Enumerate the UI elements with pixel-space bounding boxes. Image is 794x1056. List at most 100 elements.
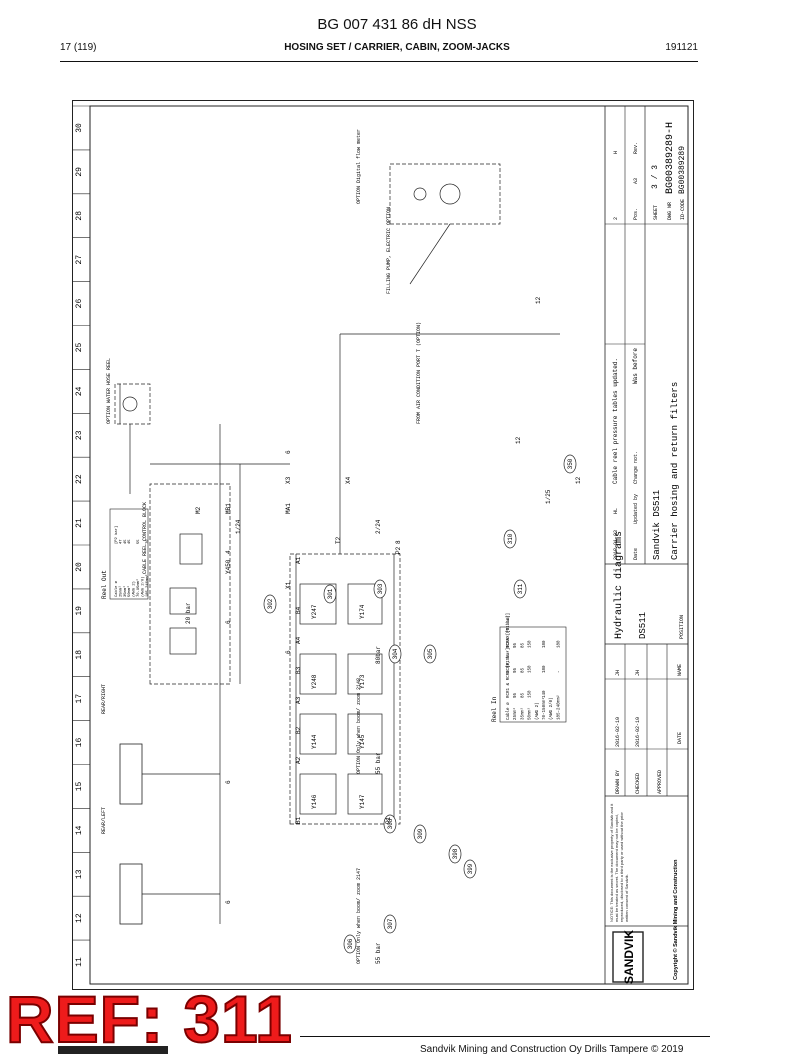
valve-Y145: Y145 (359, 734, 366, 749)
reel-in-cell: 185-240mm² (555, 695, 561, 720)
hose-size-label: 1/24 (235, 519, 242, 534)
reel-out-cell: 70-95mm² (137, 579, 141, 597)
column-number: 30 (75, 123, 84, 133)
model: DS511 (638, 612, 648, 639)
position-label: POSITION (679, 615, 685, 639)
sheet-number: 3 / 3 (651, 165, 660, 189)
notice-text: NOTICE: This document is the exclusive p… (609, 803, 629, 922)
hose-size-label: 8 (395, 540, 402, 544)
column-number: 18 (75, 650, 84, 660)
callout-302: 302 (267, 598, 274, 609)
port-P2: P2 (395, 546, 402, 554)
reel-out-cell: 70 (146, 539, 150, 544)
reel-out-cell: 47 (119, 539, 123, 544)
callout-ring (413, 824, 427, 844)
callout-399: 399 (467, 863, 474, 874)
reel-in-cell: (AWG 2/0) (549, 697, 554, 720)
ref-stamp: REF: 311 (5, 982, 293, 1056)
port-A1: A1 (295, 556, 302, 564)
section-title: HOSING SET / CARRIER, CABIN, ZOOM-JACKS (284, 42, 510, 53)
reel-in-cell: 35mm² (519, 707, 525, 720)
callout-305: 305 (427, 648, 434, 659)
annotations: CABLE REEL CONTROL BLOCK OPTION WATER HO… (101, 129, 422, 964)
valve-Y247: Y247 (311, 604, 318, 619)
port-B3: B3 (295, 666, 302, 674)
name-label: NAME (677, 664, 683, 676)
reel-in-cell: 95 (514, 667, 518, 673)
option-water-label: OPTION WATER HOSE REEL (106, 358, 112, 424)
column-number: 17 (75, 694, 84, 704)
column-number: 23 (75, 430, 84, 440)
callout-ring (513, 579, 527, 599)
hose-size-label: 12 (575, 476, 582, 484)
column-number: 29 (75, 167, 84, 177)
rev-label: Rev. (633, 142, 639, 154)
column-number: 24 (75, 386, 84, 396)
port-B2: B2 (295, 726, 302, 734)
callout-ring (388, 644, 402, 664)
reel-out-header: Cable ø (114, 580, 119, 597)
callout-303: 303 (377, 583, 384, 594)
title-block: SANDVIK Copyright © Sandvik Mining and C… (604, 105, 689, 985)
reel-in-cell: 180 (543, 665, 547, 673)
reel-out-cell: (AWG 2) (132, 581, 137, 597)
column-number: 14 (75, 825, 84, 835)
column-number: 28 (75, 211, 84, 221)
valve-M2: M2 (195, 506, 202, 514)
reel-out-cell: 45 (124, 539, 128, 544)
sandvik-logo: SANDVIK (622, 930, 636, 984)
hydraulic-schematic: 1112131415161718192021222324252627282930… (72, 100, 694, 990)
column-number: 26 (75, 299, 84, 309)
valve-Y174: Y174 (359, 604, 366, 619)
reel-out-cell: (AWG 2/0) (140, 576, 145, 597)
checked-by: JH (635, 670, 641, 676)
checked-date: 2016-02-10 (635, 717, 641, 747)
port-B4: B4 (295, 606, 302, 614)
callout-309: 309 (417, 828, 424, 839)
document-title: BG 007 431 86 dH NSS (317, 16, 477, 33)
option-mid-label: OPTION Only when boom/ zoom 2148 (356, 678, 362, 774)
port-A2: A2 (295, 756, 302, 764)
reel-in-cell: 140 (543, 690, 547, 698)
hose-size-label: 12 (535, 296, 542, 304)
valve-MA1: MA1 (285, 503, 292, 514)
drawing-title: Hydraulic diagrams (613, 531, 625, 639)
reel-in-header: RCR3,SW - RCR5 [P1 bar] (506, 615, 511, 673)
callout-310: 310 (507, 533, 514, 544)
valve-MB1: MB1 (225, 503, 232, 514)
landscape-sheet: SANDVIK Copyright © Sandvik Mining and C… (101, 105, 689, 985)
reel-in-cell: 150 (529, 690, 533, 698)
column-number: 19 (75, 606, 84, 616)
id-label: ID-CODE (680, 199, 686, 220)
port-X1: X1 (285, 581, 292, 589)
dwg-label: DWG NR (667, 202, 673, 220)
drawing-subtitle: Carrier hosing and return filters (670, 382, 680, 560)
option-flow-label: OPTION Digital flow meter (356, 129, 362, 204)
callout-ring (343, 934, 357, 954)
reel-in-cell: (AWG 2) (535, 702, 540, 720)
pressure-label: 55 bar (375, 752, 382, 774)
outer-frame (72, 100, 694, 990)
rev-letter: H (613, 151, 619, 154)
cable-reel-block (149, 464, 241, 685)
product-name: Sandvik DS511 (652, 490, 662, 560)
sheet-label: SHEET (653, 205, 659, 220)
reel-in-cell: 150 (529, 640, 533, 648)
id-code: BG00389289 (678, 146, 687, 194)
reel-in-cell: 180 (543, 640, 547, 648)
reel-out-header: [P2 bar] (114, 526, 119, 544)
valve-Y144: Y144 (311, 734, 318, 749)
footer-logo (58, 1046, 168, 1054)
callout-350: 350 (567, 458, 574, 469)
callout-ring (383, 914, 397, 934)
column-number: 27 (75, 255, 84, 265)
callout-304: 304 (392, 648, 399, 659)
rear-left-label: REAR/LEFT (101, 807, 107, 834)
drawn-label: DRAWN BY (615, 770, 621, 794)
reel-in-header: RCR1 & RCR2 [P1 bar] (506, 648, 511, 698)
